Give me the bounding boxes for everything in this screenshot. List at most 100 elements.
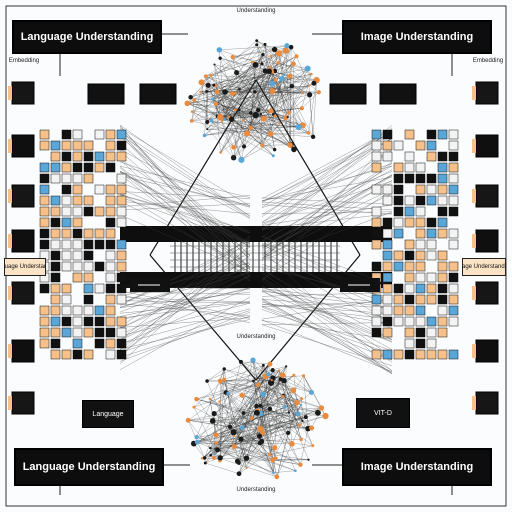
- bottom-cluster-node: [260, 391, 266, 398]
- right-panel-block: [371, 151, 382, 162]
- fan-line: [119, 124, 251, 217]
- top-cluster-node: [217, 113, 224, 121]
- right-panel-block: [415, 261, 426, 272]
- right-panel-block: [415, 162, 426, 173]
- bottom-cluster-edge: [240, 438, 273, 460]
- top-cluster-edge: [219, 49, 295, 150]
- right-panel-block: [415, 140, 426, 151]
- top-cluster-node: [291, 146, 297, 153]
- fan-line: [119, 194, 251, 231]
- left-column-tile: [11, 339, 35, 363]
- bottom-cluster-node: [257, 425, 264, 433]
- left-panel-block: [105, 272, 116, 283]
- top-cluster-edge: [205, 76, 310, 95]
- bottom-cluster-node: [285, 365, 288, 368]
- right-panel-block: [415, 283, 426, 294]
- right-panel-block: [393, 294, 404, 305]
- left-panel-block: [94, 129, 105, 140]
- fan-line: [261, 163, 393, 209]
- top-cluster-node: [273, 68, 278, 73]
- left-panel-block: [50, 162, 61, 173]
- top-cluster-edge: [221, 80, 276, 121]
- left-panel-block: [39, 316, 50, 327]
- left-panel-block: [61, 228, 72, 239]
- top-cluster-node: [214, 102, 218, 106]
- top-cluster-edge: [190, 97, 303, 126]
- bottom-cluster-node: [238, 359, 243, 364]
- bottom-cluster-edge: [237, 375, 283, 462]
- right-panel-block: [404, 283, 415, 294]
- bottom-cluster-node: [309, 425, 315, 431]
- right-panel-block: [393, 228, 404, 239]
- top-cluster-node: [270, 131, 274, 135]
- top-cluster-edge: [262, 54, 310, 87]
- top-cluster-edge: [215, 70, 266, 104]
- fan-line: [119, 267, 251, 308]
- fan-line: [119, 161, 251, 207]
- right-panel-block: [382, 349, 393, 360]
- left-panel-block: [72, 327, 83, 338]
- right-column-tile: [475, 81, 499, 105]
- fan-line: [261, 320, 393, 340]
- bottom-cluster-node: [243, 455, 250, 461]
- top-cluster-edge: [194, 73, 312, 101]
- right-panel-block: [404, 206, 415, 217]
- fan-line: [119, 172, 251, 244]
- left-panel-block: [105, 305, 116, 316]
- bottom-cluster-node: [202, 456, 207, 460]
- left-panel-block: [116, 294, 127, 305]
- left-panel-block: [39, 162, 50, 173]
- top-cluster-edge: [250, 85, 310, 113]
- bottom-cluster-edge: [193, 407, 221, 461]
- top-cluster-edge: [200, 91, 295, 150]
- top-cluster-edge: [256, 40, 319, 93]
- bottom-cluster-node: [322, 412, 329, 420]
- top-cluster-node: [215, 89, 220, 95]
- left-panel-block: [116, 151, 127, 162]
- right-column-tile: [475, 229, 499, 253]
- left-column-tab: [8, 234, 12, 248]
- bottom-cluster-node: [267, 379, 275, 386]
- diamond-edge: [255, 254, 361, 381]
- top-cluster-node: [252, 111, 259, 119]
- left-column-tab: [8, 286, 12, 300]
- top-cluster-node: [307, 92, 313, 98]
- bottom-cluster-edge: [257, 370, 273, 411]
- right-panel-block: [393, 305, 404, 316]
- left-column-tile: [11, 134, 35, 158]
- left-panel-block: [61, 151, 72, 162]
- top-cluster-edge: [207, 128, 314, 138]
- right-panel-block: [382, 151, 393, 162]
- left-panel-block: [94, 228, 105, 239]
- fan-line: [119, 191, 251, 199]
- top-cluster-node: [263, 42, 267, 46]
- top-cluster-node: [248, 111, 253, 115]
- fan-line: [261, 236, 393, 287]
- left-panel-block: [72, 239, 83, 250]
- right-column-tile: [475, 391, 499, 415]
- left-panel-block: [72, 173, 83, 184]
- fan-line: [261, 180, 393, 224]
- right-panel-block: [382, 272, 393, 283]
- right-panel-block: [426, 129, 437, 140]
- top-cluster-node: [198, 79, 205, 86]
- top-cluster-node: [316, 90, 321, 95]
- top-cluster-edge: [264, 44, 276, 116]
- fan-line: [119, 192, 251, 273]
- left-panel-block: [61, 217, 72, 228]
- bottom-cluster-node: [287, 411, 291, 414]
- fan-line: [261, 277, 393, 350]
- bottom-cluster-edge: [283, 394, 322, 408]
- left-panel-block: [116, 239, 127, 250]
- right-panel-block: [382, 261, 393, 272]
- bottom-cluster-node: [218, 400, 221, 403]
- right-panel-block: [404, 217, 415, 228]
- right-panel-block: [404, 195, 415, 206]
- left-panel-block: [61, 129, 72, 140]
- right-panel-block: [404, 129, 415, 140]
- right-column-tile: [475, 339, 499, 363]
- top-cluster-node: [260, 115, 267, 122]
- top-cluster-edge: [239, 91, 273, 111]
- fan-line: [119, 236, 251, 328]
- bottom-cluster-node: [236, 471, 242, 477]
